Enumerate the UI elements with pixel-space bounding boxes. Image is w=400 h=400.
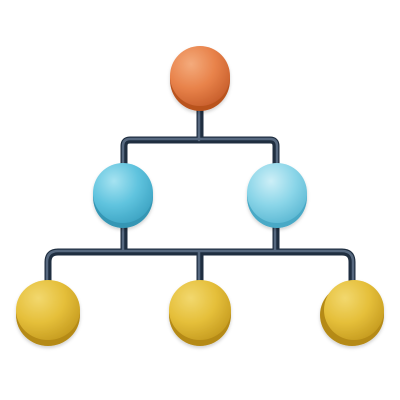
- connector-lines: [44, 96, 356, 294]
- level2-node-left: [93, 163, 153, 228]
- level3-node-center: [169, 280, 231, 346]
- level3-node-right: [320, 280, 384, 346]
- level2-node-right: [247, 163, 307, 228]
- root-node: [170, 46, 230, 111]
- level3-node-left: [16, 280, 80, 346]
